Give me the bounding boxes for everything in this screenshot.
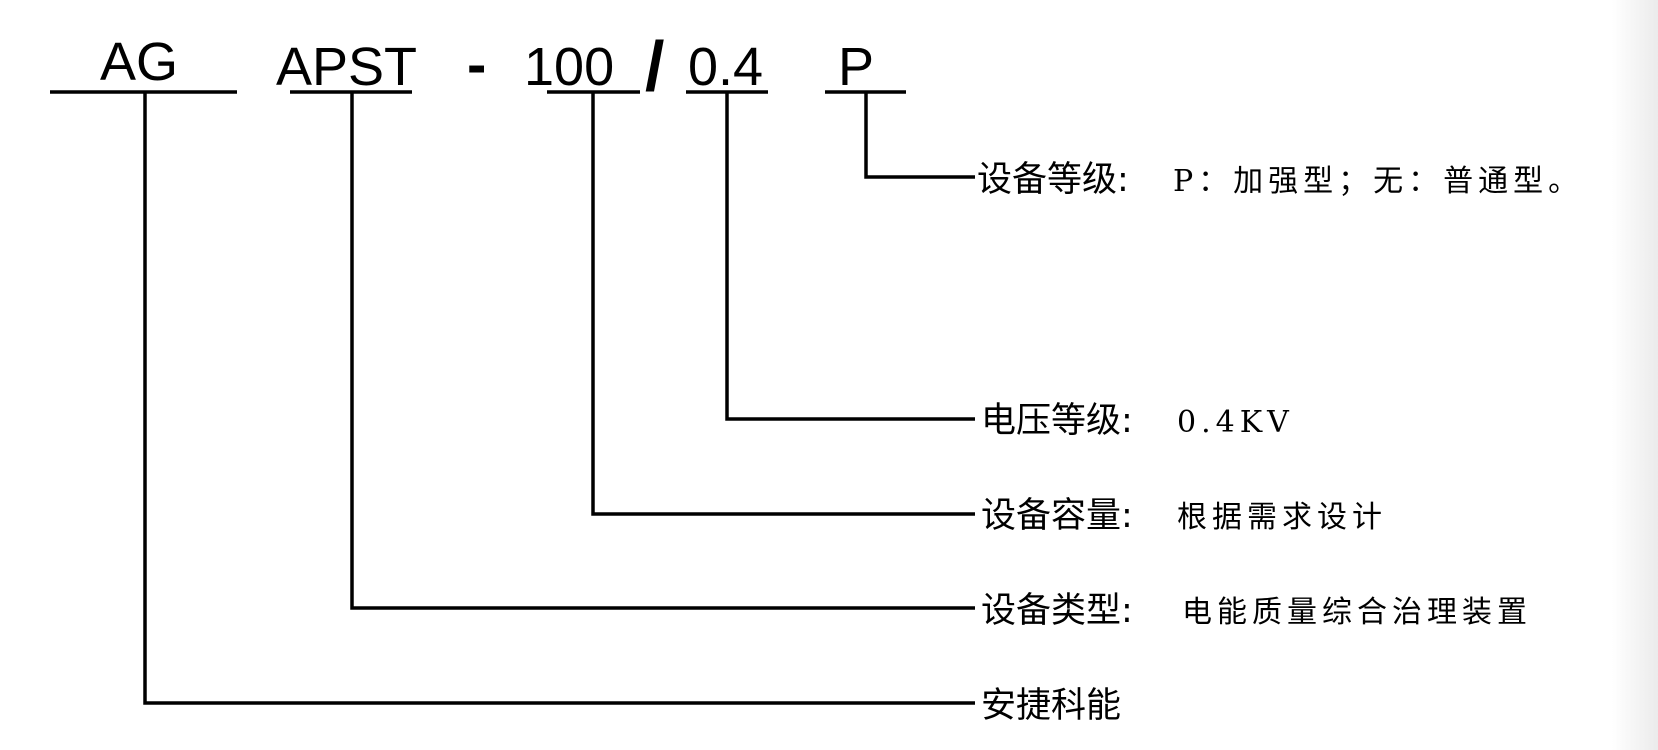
code-prefix: AG [100, 32, 178, 92]
grade-value: P：加强型；无：普通型。 [1173, 164, 1583, 199]
code-voltage: 0.4 [688, 37, 763, 97]
grade-title: 设备等级: [977, 160, 1129, 200]
connector-grade [864, 92, 975, 179]
type-value: 电能质量综合治理装置 [1182, 595, 1532, 630]
capacity-value: 根据需求设计 [1177, 500, 1387, 535]
voltage-value: 0.4KV [1177, 405, 1294, 440]
connector-brand [143, 92, 975, 705]
page-edge-shadow [1612, 0, 1658, 750]
connector-voltage [725, 92, 975, 421]
code-separator: - [467, 32, 486, 97]
type-title: 设备类型: [981, 591, 1133, 631]
connector-type [350, 92, 975, 610]
code-slash: / [645, 27, 664, 105]
voltage-title: 电压等级: [981, 401, 1133, 441]
capacity-title: 设备容量: [981, 496, 1133, 536]
code-capacity: 100 [524, 37, 614, 97]
connector-capacity [591, 92, 975, 516]
code-grade: P [838, 37, 874, 97]
code-type: APST [276, 37, 417, 97]
brand-title: 安捷科能 [981, 686, 1121, 726]
